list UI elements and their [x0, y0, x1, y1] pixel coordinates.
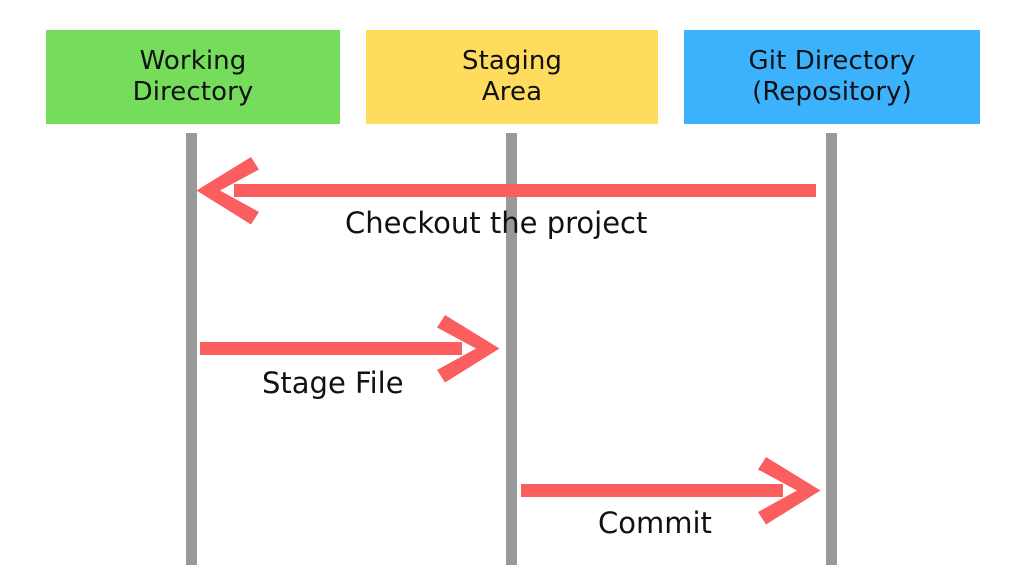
lifeline-staging-area: [506, 133, 517, 565]
column-header-working-directory-line1: Working: [139, 46, 247, 77]
column-header-working-directory: Working Directory: [46, 30, 340, 124]
column-header-staging-area-line1: Staging: [461, 46, 563, 77]
column-header-staging-area: Staging Area: [366, 30, 658, 124]
column-header-staging-area-line2: Area: [481, 77, 543, 107]
lifeline-git-directory: [826, 133, 837, 565]
arrow-label-commit: Commit: [598, 506, 712, 540]
arrow-checkout-the-project: [196, 155, 816, 230]
arrow-label-checkout-the-project: Checkout the project: [345, 206, 648, 240]
arrow-stage-file: [200, 313, 500, 388]
arrow-commit: [521, 455, 821, 530]
lifeline-working-directory: [186, 133, 197, 565]
column-header-working-directory-line2: Directory: [132, 77, 254, 107]
column-header-git-directory: Git Directory (Repository): [684, 30, 980, 124]
arrow-label-stage-file: Stage File: [262, 366, 404, 400]
column-header-git-directory-line2: (Repository): [752, 77, 912, 107]
column-header-git-directory-line1: Git Directory: [748, 46, 916, 77]
